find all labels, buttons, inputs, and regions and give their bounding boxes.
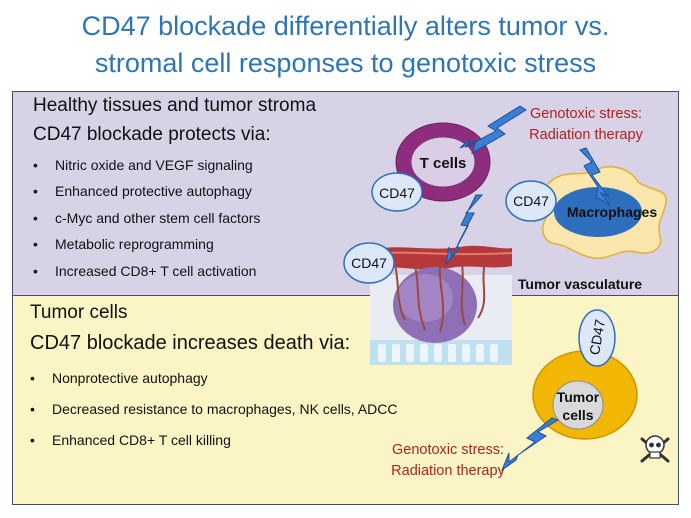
cd47-macrophage-label: CD47 [513, 193, 549, 209]
bottom-genotoxic-stress-label: Genotoxic stress: Radiation therapy [391, 442, 505, 479]
tumor-cell [532, 350, 638, 440]
cd47-bubble-tcell [371, 172, 423, 212]
lightning-bolt-icon [579, 147, 611, 206]
bottom-bullet-3: •Enhanced CD8+ T cell killing [30, 432, 231, 448]
top-genotoxic-stress-label: Genotoxic stress: Radiation therapy [529, 106, 643, 143]
title-line-2: stromal cell responses to genotoxic stre… [94, 48, 597, 78]
title-line-1: CD47 blockade differentially alters tumo… [81, 11, 610, 41]
bottom-panel-subheading: CD47 blockade increases death via: [30, 332, 351, 354]
top-bullet-4: •Metabolic reprogramming [33, 236, 214, 252]
bottom-bullet-1: •Nonprotective autophagy [30, 370, 208, 386]
top-bullet-2: •Enhanced protective autophagy [33, 183, 252, 199]
cd47-bubble-vasculature [343, 242, 395, 284]
tumor-vasculature-illustration [369, 245, 513, 365]
macrophage [542, 166, 667, 259]
cd47-bubble-macrophage [505, 180, 557, 222]
cd47-bubble-tumor [578, 309, 616, 367]
cd47-tcell-label: CD47 [379, 185, 415, 201]
top-bullet-5: •Increased CD8+ T cell activation [33, 263, 257, 279]
top-bullet-1: •Nitric oxide and VEGF signaling [33, 157, 253, 173]
slide-title: CD47 blockade differentially alters tumo… [0, 8, 691, 82]
tumor-cells-label-line1: Tumor [557, 389, 600, 405]
t-cells-label: T cells [420, 155, 467, 172]
tumor-vasculature-label: Tumor vasculature [518, 276, 642, 292]
tumor-cells-label-line2: cells [562, 407, 593, 423]
top-panel-heading: Healthy tissues and tumor stroma [33, 95, 317, 116]
lightning-bolt-icon [459, 105, 527, 155]
bottom-panel-heading: Tumor cells [30, 302, 128, 323]
macrophages-label: Macrophages [567, 204, 657, 220]
top-panel-subheading: CD47 blockade protects via: [33, 124, 271, 145]
bottom-bullet-2: •Decreased resistance to macrophages, NK… [30, 401, 398, 417]
lightning-bolt-icon [500, 417, 560, 472]
cd47-vasculature-label: CD47 [351, 255, 387, 271]
cd47-tumor-label: CD47 [586, 318, 608, 356]
top-bullet-3: •c-Myc and other stem cell factors [33, 210, 261, 226]
lightning-bolt-icon [445, 194, 484, 266]
skull-crossbones-icon [640, 435, 670, 463]
